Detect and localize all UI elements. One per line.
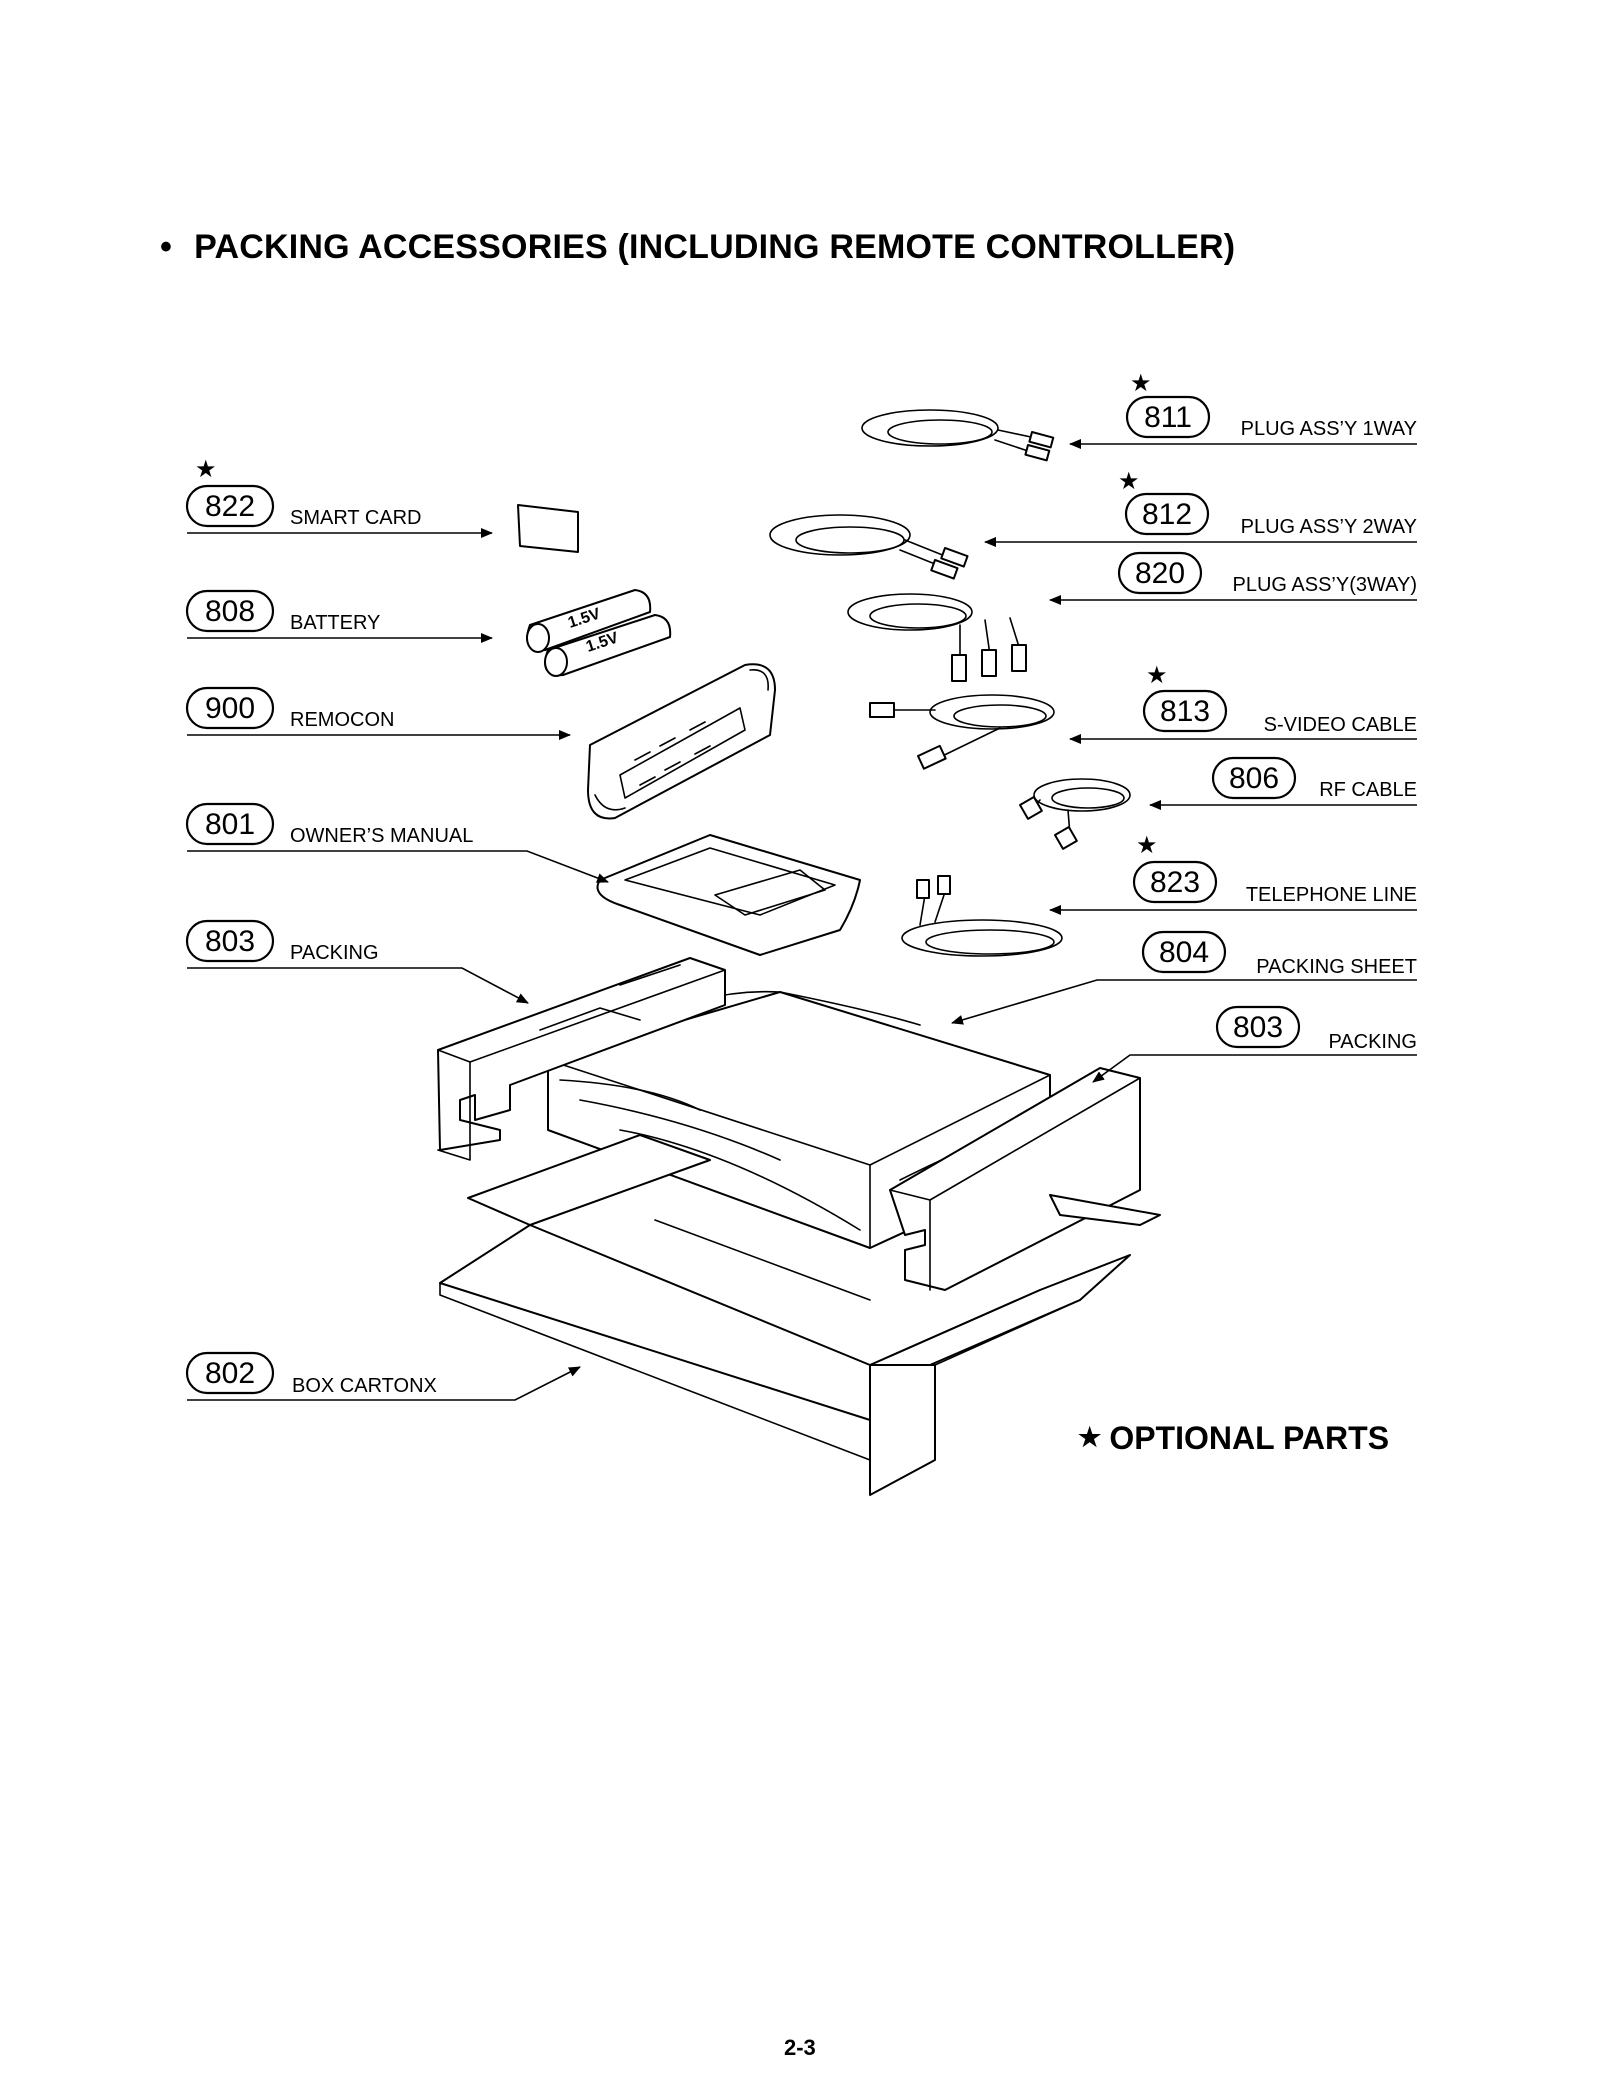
part-label: PACKING	[1328, 1031, 1417, 1053]
part-label: PLUG ASS’Y(3WAY)	[1233, 574, 1418, 596]
part-label: S-VIDEO CABLE	[1264, 714, 1417, 736]
part-label: SMART CARD	[290, 507, 422, 529]
part-label: TELEPHONE LINE	[1246, 884, 1417, 906]
optional-star: ★	[1136, 832, 1158, 859]
part-label: OWNER’S MANUAL	[290, 825, 473, 847]
part-label: PACKING SHEET	[1256, 956, 1417, 978]
callout-803-left: 803 PACKING	[185, 919, 529, 1004]
page-title: • PACKING ACCESSORIES (INCLUDING REMOTE C…	[160, 228, 1235, 267]
optional-star: ★	[195, 456, 217, 483]
optional-parts-legend: ★OPTIONAL PARTS	[1078, 1420, 1389, 1457]
part-number: 801	[205, 808, 255, 841]
callout-820: 820 PLUG ASS’Y(3WAY)	[1049, 551, 1418, 605]
callout-900: 900 REMOCON	[185, 686, 571, 740]
part-label: BOX CARTONX	[292, 1375, 437, 1397]
packing-right-art	[889, 1067, 1141, 1291]
battery-art: 1.5V 1.5V	[526, 589, 672, 677]
plug-2way-art	[769, 514, 969, 580]
part-number: 802	[205, 1357, 255, 1390]
smart-card-art	[517, 504, 579, 553]
callout-811: ★ 811 PLUG ASS’Y 1WAY	[1069, 370, 1417, 449]
part-number: 813	[1160, 695, 1210, 728]
callout-813: ★ 813 S-VIDEO CABLE	[1069, 662, 1417, 744]
packing-left-art	[437, 957, 726, 1161]
optional-parts-label: OPTIONAL PARTS	[1109, 1420, 1390, 1456]
callout-803-right: 803 PACKING	[1092, 1005, 1417, 1083]
s-video-cable-art	[869, 694, 1055, 770]
part-number: 803	[205, 925, 255, 958]
optional-star: ★	[1130, 370, 1152, 397]
plug-3way-art	[847, 593, 1027, 682]
part-label: REMOCON	[290, 709, 394, 731]
optional-star: ★	[1146, 662, 1168, 689]
plug-1way-art	[861, 409, 1055, 462]
part-number: 811	[1144, 401, 1192, 434]
callout-804: 804 PACKING SHEET	[951, 930, 1417, 1025]
page-number: 2-3	[784, 2035, 816, 2060]
callout-802: 802 BOX CARTONX	[185, 1351, 581, 1401]
telephone-line-art	[901, 875, 1063, 957]
part-number: 823	[1150, 866, 1200, 899]
part-number: 812	[1142, 498, 1192, 531]
callout-822: ★ 822 SMART CARD	[185, 456, 493, 538]
part-number: 820	[1135, 557, 1185, 590]
callout-806: 806 RF CABLE	[1149, 756, 1417, 810]
callout-808: 808 BATTERY	[185, 589, 493, 643]
part-number: 900	[205, 692, 255, 725]
part-number: 806	[1229, 762, 1279, 795]
part-number: 803	[1233, 1011, 1283, 1044]
part-label: PLUG ASS’Y 1WAY	[1241, 418, 1417, 440]
title-text: PACKING ACCESSORIES (INCLUDING REMOTE CO…	[194, 228, 1236, 266]
rf-cable-art	[1019, 778, 1131, 850]
owners-manual-art	[596, 834, 861, 956]
title-bullet: •	[160, 228, 173, 266]
part-number: 804	[1159, 936, 1209, 969]
part-label: RF CABLE	[1319, 779, 1417, 801]
remote-control-art	[587, 663, 776, 820]
optional-star: ★	[1118, 468, 1140, 495]
part-label: BATTERY	[290, 612, 380, 634]
callout-812: ★ 812 PLUG ASS’Y 2WAY	[984, 468, 1417, 547]
part-label: PLUG ASS’Y 2WAY	[1241, 516, 1417, 538]
callout-823: ★ 823 TELEPHONE LINE	[1049, 832, 1417, 915]
optional-star-icon: ★	[1078, 1422, 1102, 1452]
callout-801: 801 OWNER’S MANUAL	[185, 802, 609, 883]
part-number: 822	[205, 490, 255, 523]
box-carton-art	[439, 1134, 1161, 1496]
part-label: PACKING	[290, 942, 379, 964]
part-number: 808	[205, 595, 255, 628]
